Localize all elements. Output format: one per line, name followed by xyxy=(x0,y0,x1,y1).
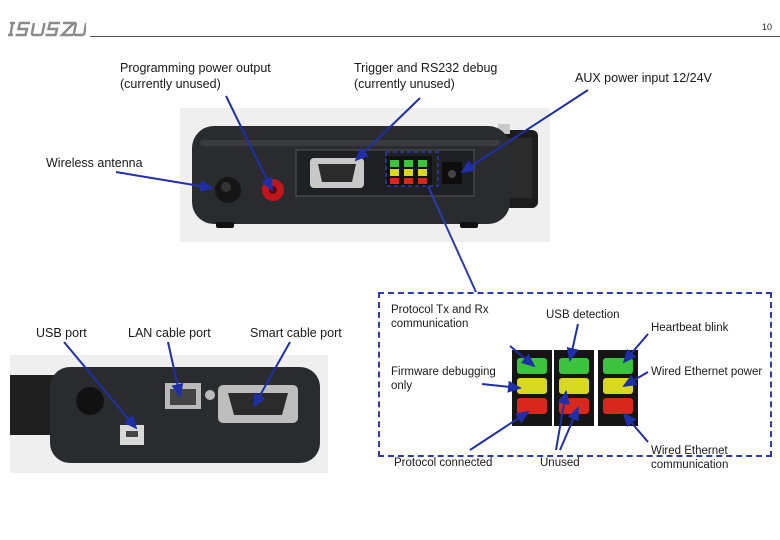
label-usb-port: USB port xyxy=(36,326,87,340)
label-wired-eth-power: Wired Ethernet power xyxy=(651,366,763,378)
led-block-top xyxy=(386,156,432,186)
label-unused: Unused xyxy=(540,457,580,469)
label-wireless-antenna: Wireless antenna xyxy=(46,156,143,170)
label-smart-cable: Smart cable port xyxy=(250,326,342,340)
label-lan-port: LAN cable port xyxy=(128,326,211,340)
led-column-2 xyxy=(554,350,594,426)
label-protocol-txrx: Protocol Tx and Rx communication xyxy=(391,304,489,330)
page-number: 10 xyxy=(761,22,772,32)
device-rear-photo xyxy=(180,108,550,242)
label-firmware-debug: Firmware debugging only xyxy=(391,366,496,392)
led-column-3 xyxy=(598,350,638,426)
label-programming-power: Programming power output (currently unus… xyxy=(120,61,271,91)
label-heartbeat: Heartbeat blink xyxy=(651,322,729,334)
label-usb-detection: USB detection xyxy=(546,309,620,321)
label-aux-power: AUX power input 12/24V xyxy=(575,71,712,85)
label-protocol-connected: Protocol connected xyxy=(394,457,493,469)
isuzu-logo xyxy=(8,21,86,37)
label-trigger-rs232: Trigger and RS232 debug (currently unuse… xyxy=(354,61,498,91)
led-column-1 xyxy=(512,350,552,426)
header-rule xyxy=(90,36,780,37)
label-wired-eth-comm: Wired Ethernet communication xyxy=(651,445,729,471)
device-side-photo xyxy=(10,355,328,473)
